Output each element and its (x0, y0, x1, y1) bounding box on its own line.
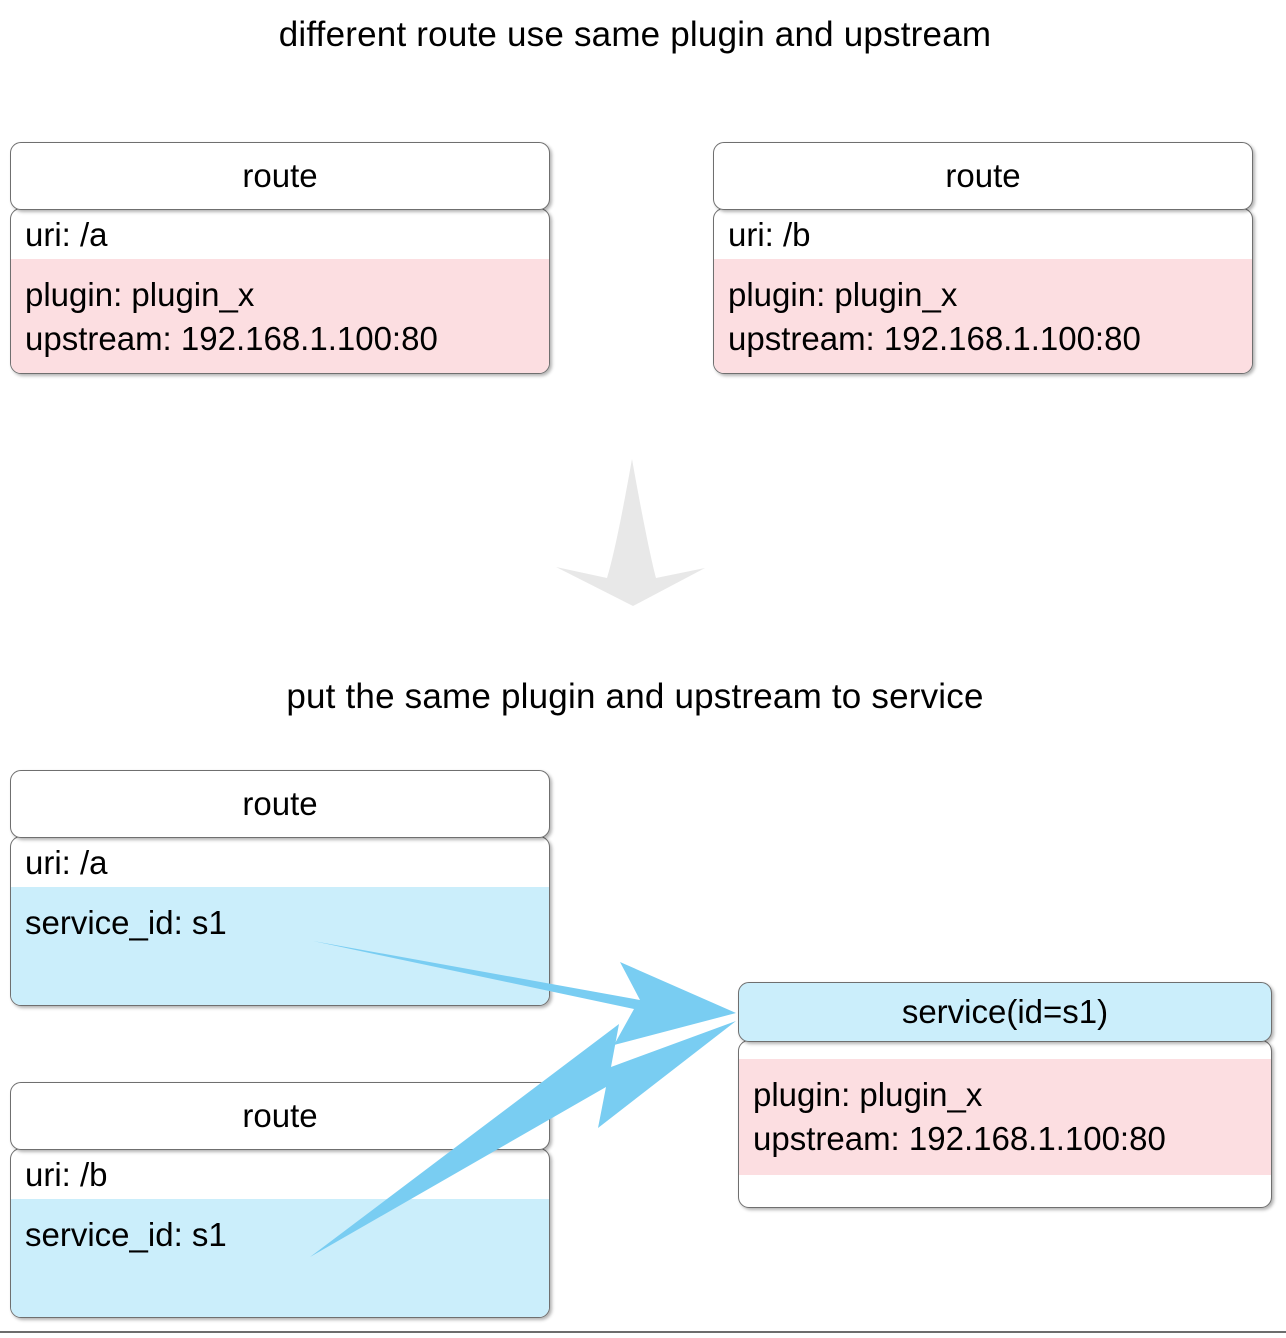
route-card-a-upstream-line: upstream: 192.168.1.100:80 (25, 320, 438, 357)
route-card-a-header-label: route (242, 157, 318, 194)
service-route-card-b-body: uri: /b service_id: s1 (10, 1148, 550, 1318)
page-bottom-rule (0, 1331, 1286, 1333)
service-route-card-b-header: route (10, 1082, 550, 1150)
down-arrow-icon (556, 459, 705, 606)
service-card-header: service(id=s1) (738, 982, 1272, 1042)
route-card-a-header: route (10, 142, 550, 210)
service-card-body-spacer (739, 1041, 1271, 1059)
service-route-card-a-service-strip: service_id: s1 (11, 887, 549, 1005)
service-card-upstream-line: upstream: 192.168.1.100:80 (753, 1120, 1166, 1157)
service-card-header-label: service(id=s1) (901, 993, 1109, 1030)
route-card-a-body: uri: /a plugin: plugin_x upstream: 192.1… (10, 208, 550, 374)
route-card-b-body: uri: /b plugin: plugin_x upstream: 192.1… (713, 208, 1253, 374)
service-route-card-b-header-label: route (242, 1097, 318, 1134)
route-card-b-header: route (713, 142, 1253, 210)
service-card-plugin-line: plugin: plugin_x (753, 1076, 983, 1113)
service-card-plugin-strip: plugin: plugin_x upstream: 192.168.1.100… (739, 1059, 1271, 1175)
service-route-card-a-header: route (10, 770, 550, 838)
route-card-b-upstream-line: upstream: 192.168.1.100:80 (728, 320, 1141, 357)
route-card-b-plugin-strip: plugin: plugin_x upstream: 192.168.1.100… (714, 259, 1252, 373)
route-card-b-uri-row: uri: /b (728, 216, 811, 253)
service-route-card-b-service-strip: service_id: s1 (11, 1199, 549, 1317)
route-card-a-uri-row: uri: /a (25, 216, 108, 253)
route-card-b-header-label: route (945, 157, 1021, 194)
route-card-a-plugin-strip: plugin: plugin_x upstream: 192.168.1.100… (11, 259, 549, 373)
top-section-caption: different route use same plugin and upst… (278, 15, 992, 54)
service-card-body: plugin: plugin_x upstream: 192.168.1.100… (738, 1040, 1272, 1208)
bottom-section-caption: put the same plugin and upstream to serv… (286, 677, 984, 716)
service-route-card-b-uri-row: uri: /b (25, 1156, 108, 1193)
route-card-b-plugin-line: plugin: plugin_x (728, 276, 958, 313)
service-route-card-b-service-id-line: service_id: s1 (25, 1216, 227, 1253)
service-route-card-a-body: uri: /a service_id: s1 (10, 836, 550, 1006)
service-route-card-a-header-label: route (242, 785, 318, 822)
service-route-card-a-service-id-line: service_id: s1 (25, 904, 227, 941)
service-route-card-a-uri-row: uri: /a (25, 844, 108, 881)
route-card-a-plugin-line: plugin: plugin_x (25, 276, 255, 313)
